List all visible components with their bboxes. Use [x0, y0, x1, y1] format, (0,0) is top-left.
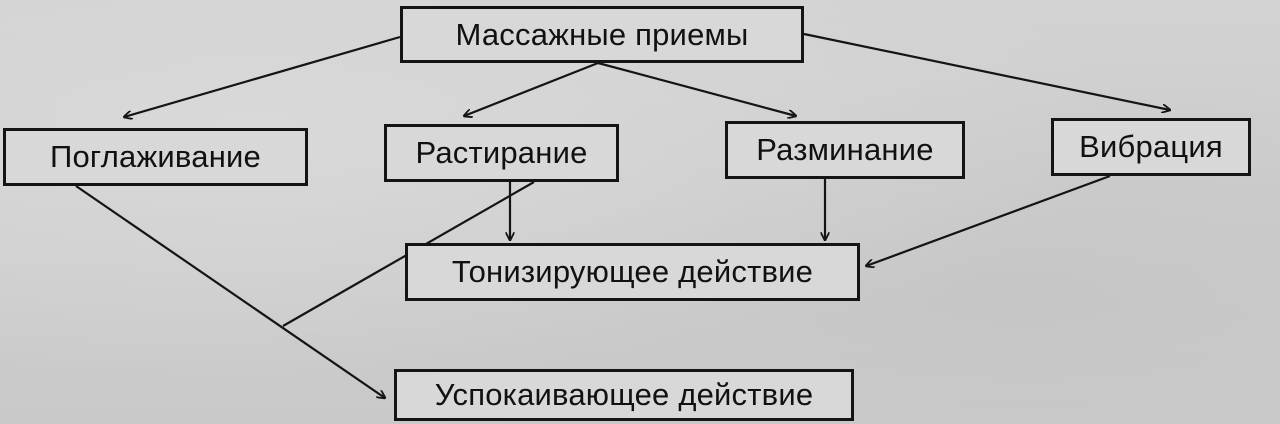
arrow-root-to-stroking	[124, 35, 401, 117]
technique-box-vibration: Вибрация	[1051, 118, 1251, 176]
effect-label-toning: Тонизирующее действие	[451, 254, 814, 289]
technique-label-vibration: Вибрация	[1079, 129, 1223, 164]
technique-box-stroking: Поглаживание	[3, 128, 308, 186]
arrow-root-to-kneading	[597, 61, 796, 116]
technique-label-rubbing: Растирание	[415, 135, 588, 170]
effect-label-calming: Успокаивающее действие	[434, 377, 814, 412]
arrow-stroking-to-calming	[75, 185, 385, 398]
technique-box-kneading: Разминание	[725, 121, 965, 179]
arrow-vibration-to-toning	[866, 174, 1111, 266]
arrow-root-to-rubbing	[464, 61, 599, 116]
effect-box-calming: Успокаивающее действие	[394, 369, 854, 421]
technique-box-rubbing: Растирание	[384, 124, 619, 182]
technique-label-stroking: Поглаживание	[50, 139, 261, 174]
technique-label-kneading: Разминание	[756, 132, 934, 167]
effect-box-toning: Тонизирующее действие	[405, 243, 860, 301]
arrow-root-to-vibration	[803, 32, 1170, 110]
root-box: Массажные приемы	[400, 6, 804, 63]
root-label: Массажные приемы	[455, 16, 749, 52]
